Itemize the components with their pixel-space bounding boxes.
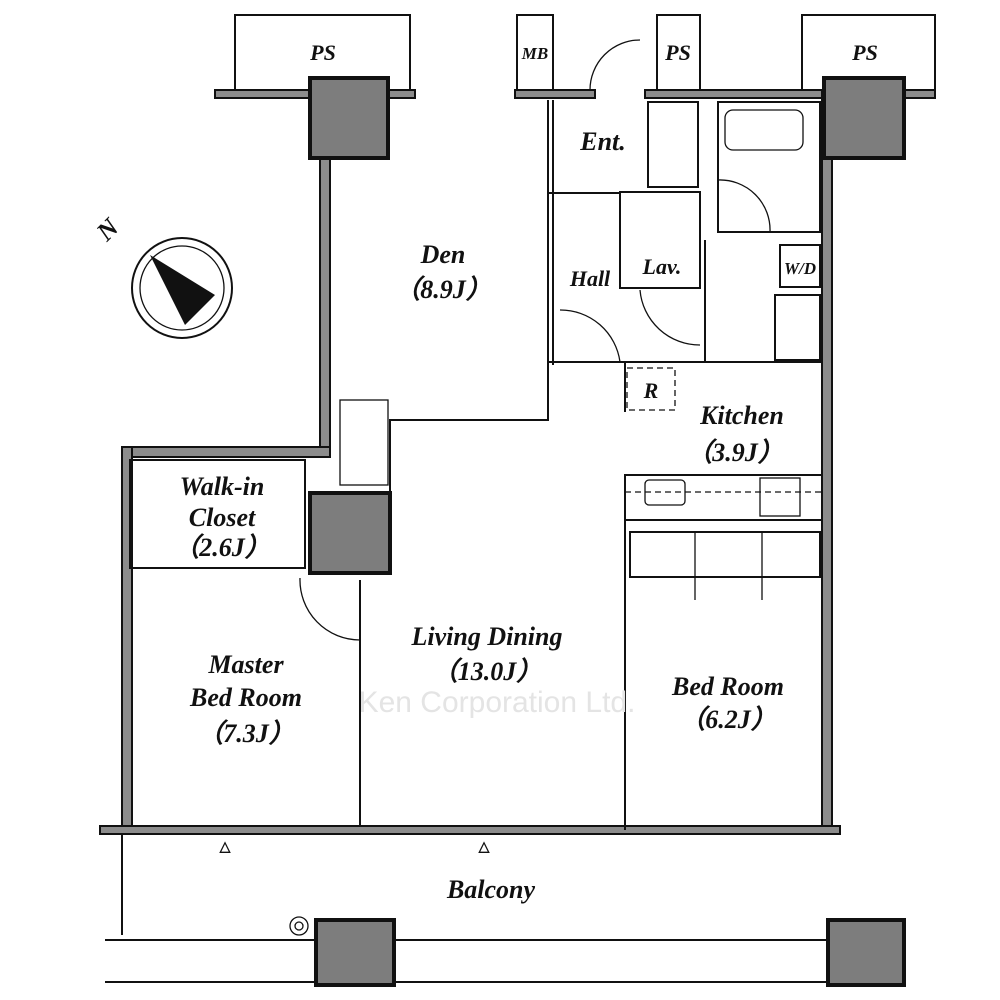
entrance-label: Ent.	[579, 127, 626, 156]
kitchen-size: （3.9J）	[686, 438, 784, 467]
mb-label: MB	[521, 44, 548, 63]
master-bedroom-size: （7.3J）	[197, 719, 295, 748]
structural-columns	[308, 76, 906, 987]
living-dining-label: Living Dining	[411, 622, 563, 651]
ps-mid-label: PS	[664, 40, 691, 65]
lavatory-label: Lav.	[642, 254, 682, 279]
svg-text:△: △	[219, 840, 232, 855]
walk-in-closet-label-2: Closet	[189, 503, 256, 532]
watermark: Ken Corporation Ltd.	[359, 686, 636, 719]
svg-text:△: △	[478, 840, 491, 855]
bedroom-size: （6.2J）	[679, 705, 777, 734]
walk-in-closet-size: （2.6J）	[173, 533, 271, 562]
compass: N	[90, 212, 233, 339]
den-label: Den	[420, 240, 466, 269]
compass-north-label: N	[90, 212, 125, 247]
washer-dryer-label: W/D	[784, 259, 816, 278]
balcony-label: Balcony	[446, 875, 536, 904]
den-size: （8.9J）	[394, 275, 492, 304]
kitchen-label: Kitchen	[699, 401, 784, 430]
interior-walls	[129, 39, 823, 830]
walk-in-closet-label-1: Walk-in	[180, 472, 265, 501]
ps-right-label: PS	[851, 40, 878, 65]
hall-label: Hall	[569, 266, 611, 291]
living-dining-size: （13.0J）	[432, 657, 543, 686]
bedroom-label: Bed Room	[671, 672, 784, 701]
compass-needle-icon	[150, 255, 215, 325]
refrigerator-label: R	[643, 378, 659, 403]
balcony-outline: △ △	[105, 834, 828, 983]
master-bedroom-label-2: Bed Room	[189, 683, 302, 712]
ps-left-label: PS	[309, 40, 336, 65]
master-bedroom-label-1: Master	[207, 650, 284, 679]
